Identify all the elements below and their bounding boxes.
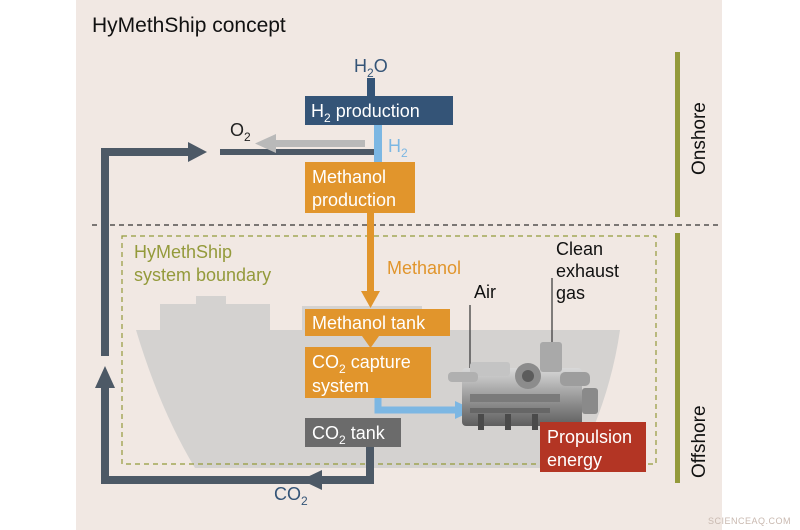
methanol-production-line1: Methanol [312, 167, 386, 187]
exhaust-label-line2: exhaust [556, 261, 619, 281]
methanol-tank-label: Methanol tank [312, 313, 426, 333]
h2-production-box [305, 96, 453, 125]
methanol-label: Methanol [387, 258, 461, 278]
h2o-input-line [367, 78, 375, 98]
exhaust-label-line1: Clean [556, 239, 603, 259]
o2-arrow [255, 134, 365, 153]
offshore-bar [675, 233, 680, 483]
propulsion-energy-line1: Propulsion [547, 427, 632, 447]
methanol-production-line2: production [312, 190, 396, 210]
air-label: Air [474, 282, 496, 302]
co2-capture-box [305, 347, 431, 398]
onshore-label: Onshore [689, 102, 710, 175]
h2-production-label: H2 production [311, 101, 420, 125]
co2-capture-line2: system [312, 376, 369, 396]
diagram-title: HyMethShip concept [92, 14, 286, 37]
propulsion-energy-box [540, 422, 646, 472]
tank-to-capture-arrowhead [362, 336, 379, 348]
h2-label: H2 [388, 136, 408, 160]
h2-flow-line [374, 125, 382, 163]
co2-loop-arrow [101, 148, 374, 484]
system-boundary-label-line1: HyMethShip [134, 242, 232, 262]
offshore-label: Offshore [689, 405, 710, 478]
methanol-flow-line [367, 213, 374, 293]
h2-to-engine-line [374, 398, 455, 414]
exhaust-label-line3: gas [556, 283, 585, 303]
system-boundary-label-line2: system boundary [134, 265, 271, 285]
system-boundary-box [121, 235, 657, 465]
methanol-flow-arrowhead [361, 291, 380, 308]
co2-loop-arrowhead-up [95, 366, 115, 388]
co2-tank-box [305, 418, 401, 447]
co2-loop-arrowhead-right [188, 142, 207, 162]
onshore-bar [675, 52, 680, 217]
o2-label: O2 [230, 120, 251, 144]
watermark: SCIENCEAQ.COM [708, 516, 791, 526]
co2-loop-arrowhead-left [301, 470, 322, 490]
co2-capture-line1: CO2 capture [312, 352, 411, 376]
methanol-tank-box [305, 309, 450, 336]
methanol-production-box [305, 162, 415, 213]
h2o-label: H2O [354, 56, 388, 80]
co2-tank-label: CO2 tank [312, 423, 386, 447]
propulsion-energy-line2: energy [547, 450, 602, 470]
co2-label: CO2 [274, 484, 308, 508]
engine-illustration [448, 342, 598, 430]
